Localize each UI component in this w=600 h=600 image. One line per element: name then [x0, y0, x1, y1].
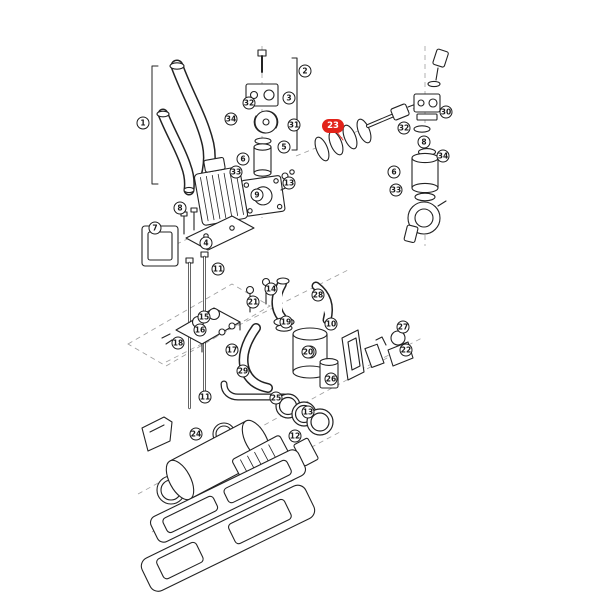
part-callout-1[interactable]: 1	[136, 116, 150, 130]
base-trays	[140, 449, 316, 592]
part-callout-12[interactable]: 12	[288, 429, 302, 443]
part-callout-33[interactable]: 33	[229, 165, 243, 179]
part-callout-19[interactable]: 19	[279, 315, 293, 329]
part-callout-8[interactable]: 8	[417, 135, 431, 149]
part-callout-26[interactable]: 26	[324, 372, 338, 386]
part-callout-15[interactable]: 15	[197, 310, 211, 324]
part-callout-11[interactable]: 11	[211, 262, 225, 276]
part-callout-23[interactable]: 23	[322, 119, 344, 133]
part-callout-21[interactable]: 21	[246, 295, 260, 309]
part-callout-32[interactable]: 32	[242, 96, 256, 110]
part-callout-30[interactable]: 30	[439, 105, 453, 119]
part-callout-16[interactable]: 16	[193, 323, 207, 337]
part-callout-31[interactable]: 31	[287, 118, 301, 132]
part-callout-13[interactable]: 13	[301, 405, 315, 419]
part-callout-10[interactable]: 10	[324, 317, 338, 331]
part-callout-4[interactable]: 4	[199, 236, 213, 250]
part-callout-25[interactable]: 25	[269, 391, 283, 405]
part-callout-8[interactable]: 8	[173, 201, 187, 215]
part-callout-9[interactable]: 9	[250, 188, 264, 202]
part-callout-11[interactable]: 11	[198, 390, 212, 404]
part-callout-5[interactable]: 5	[277, 140, 291, 154]
part-callout-13[interactable]: 13	[282, 176, 296, 190]
part-callout-27[interactable]: 27	[396, 320, 410, 334]
part-callout-6[interactable]: 6	[387, 165, 401, 179]
part-callout-22[interactable]: 22	[399, 343, 413, 357]
part-callout-7[interactable]: 7	[148, 221, 162, 235]
part-callout-3[interactable]: 3	[282, 91, 296, 105]
auger-screw	[314, 103, 417, 162]
part-callout-17[interactable]: 17	[225, 343, 239, 357]
part-callout-34[interactable]: 34	[224, 112, 238, 126]
part-callout-33[interactable]: 33	[389, 183, 403, 197]
part-callout-2[interactable]: 2	[298, 64, 312, 78]
right-valve-stack	[403, 48, 449, 244]
part-callout-28[interactable]: 28	[311, 288, 325, 302]
part-callout-29[interactable]: 29	[236, 364, 250, 378]
part-callout-34[interactable]: 34	[436, 149, 450, 163]
part-callout-14[interactable]: 14	[264, 282, 278, 296]
part-callout-18[interactable]: 18	[171, 336, 185, 350]
part-callout-6[interactable]: 6	[236, 152, 250, 166]
part-callout-20[interactable]: 20	[301, 345, 315, 359]
clamp-rings	[275, 393, 334, 436]
part-callout-32[interactable]: 32	[397, 121, 411, 135]
part-callout-24[interactable]: 24	[189, 427, 203, 441]
